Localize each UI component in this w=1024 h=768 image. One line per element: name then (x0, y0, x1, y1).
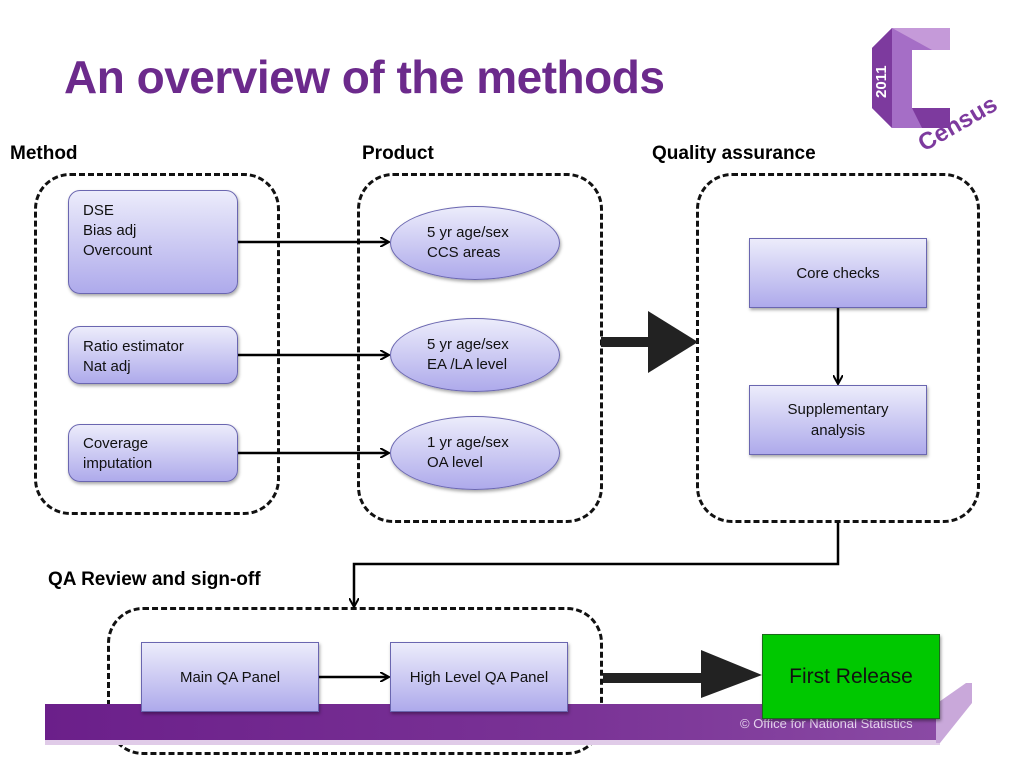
product-line: 5 yr age/sex (427, 224, 509, 241)
supplementary-line: analysis (810, 422, 866, 439)
method-box-ratio: Ratio estimator Nat adj (68, 326, 238, 384)
method-line: Ratio estimator (83, 338, 184, 355)
supplementary-line: Supplementary (787, 401, 889, 418)
main-qa-panel-box: Main QA Panel (141, 642, 319, 712)
product-ellipse-ea-la: 5 yr age/sex EA /LA level (390, 318, 560, 392)
product-ellipse-oa: 1 yr age/sex OA level (390, 416, 560, 490)
method-line: Nat adj (83, 358, 131, 375)
product-line: 5 yr age/sex (427, 336, 509, 353)
footer-copyright: © Office for National Statistics (740, 716, 913, 731)
method-line: Overcount (83, 242, 153, 259)
core-checks-label: Core checks (796, 264, 880, 282)
method-line: DSE (83, 202, 114, 219)
product-line: CCS areas (427, 244, 501, 261)
method-group (34, 173, 280, 515)
high-level-qa-panel-label: High Level QA Panel (409, 668, 549, 686)
method-line: Bias adj (83, 222, 137, 239)
method-box-dse: DSE Bias adj Overcount (68, 190, 238, 294)
method-line: imputation (83, 455, 153, 472)
review-heading: QA Review and sign-off (48, 569, 261, 590)
quality-group (696, 173, 980, 523)
core-checks-box: Core checks (749, 238, 927, 308)
big-arrow-product-to-quality (601, 311, 698, 373)
review-group (107, 607, 603, 755)
product-group (357, 173, 603, 523)
supplementary-analysis-box: Supplementary analysis (749, 385, 927, 455)
first-release-label: First Release (789, 664, 913, 688)
first-release-box: First Release (762, 634, 940, 719)
arrow-quality-to-review (354, 523, 840, 606)
census-2011-logo: 2011 Census (862, 20, 1002, 160)
quality-heading: Quality assurance (652, 143, 816, 164)
method-heading: Method (10, 143, 78, 164)
method-line: Coverage (83, 435, 149, 452)
main-qa-panel-label: Main QA Panel (179, 668, 281, 686)
product-ellipse-ccs: 5 yr age/sex CCS areas (390, 206, 560, 280)
svg-text:2011: 2011 (873, 65, 890, 98)
footer-bevel (936, 683, 972, 743)
method-box-coverage: Coverage imputation (68, 424, 238, 482)
product-line: 1 yr age/sex (427, 434, 509, 451)
census-logo-icon: 2011 Census (872, 28, 1002, 157)
product-heading: Product (362, 143, 434, 164)
page-title: An overview of the methods (64, 51, 665, 103)
footer-bar-shadow (45, 740, 940, 745)
product-line: EA /LA level (427, 356, 508, 373)
product-line: OA level (427, 454, 483, 471)
big-arrow-review-to-release (603, 650, 762, 698)
high-level-qa-panel-box: High Level QA Panel (390, 642, 568, 712)
